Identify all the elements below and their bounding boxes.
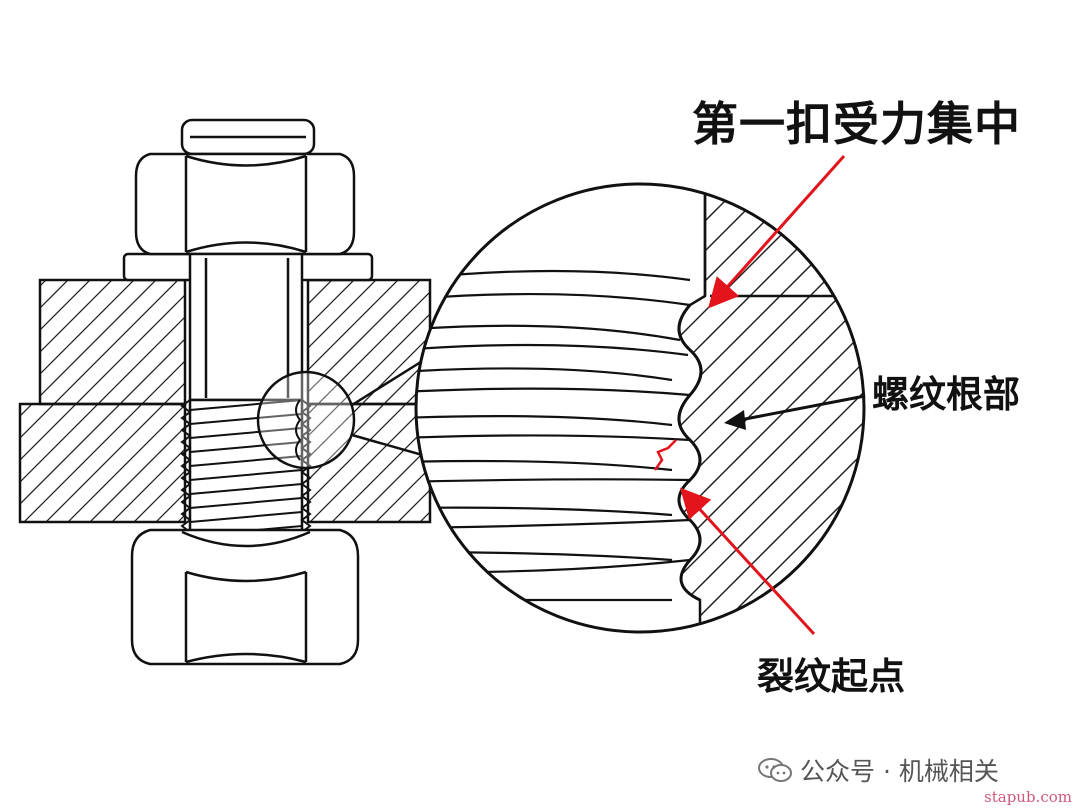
arrow-thread-root [724, 394, 866, 430]
bottom-nut [130, 528, 360, 666]
arrow-crack-origin [679, 487, 816, 636]
label-crack-origin: 裂纹起点 [757, 655, 905, 698]
detail-view [414, 182, 866, 634]
upper-plate [38, 278, 432, 406]
arrow-first-thread [708, 155, 846, 309]
site-watermark: stapub.com [984, 788, 1072, 806]
label-first-thread: 第一扣受力集中 [692, 97, 1021, 151]
watermark: 公众号 · 机械相关 [758, 752, 999, 788]
label-thread-root: 螺纹根部 [872, 373, 1020, 416]
top-nut [134, 118, 356, 256]
watermark-text: 公众号 · 机械相关 [800, 757, 999, 786]
wechat-icon [758, 758, 792, 782]
bolt-shank [188, 252, 304, 402]
